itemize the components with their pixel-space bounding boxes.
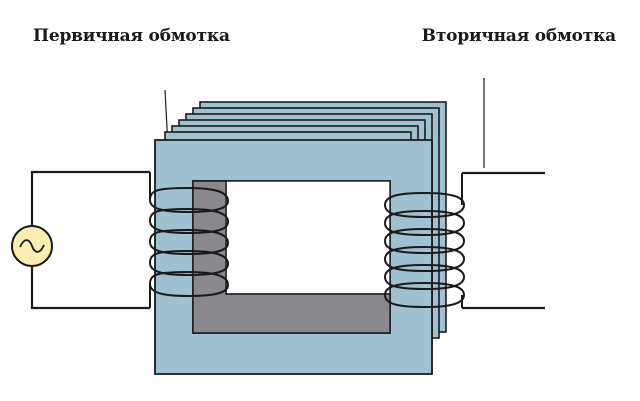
secondary-output-wires [462, 171, 545, 310]
ac-source-icon [11, 225, 53, 267]
core-inner-shadow [192, 180, 391, 334]
transformer-core [154, 139, 433, 375]
core-window [225, 180, 391, 295]
primary-winding-label: Первичная обмотка [33, 26, 230, 46]
primary-winding [149, 172, 230, 308]
secondary-winding [384, 173, 466, 309]
secondary-winding-label: Вторичная обмотка [421, 26, 617, 46]
primary-circuit [30, 170, 150, 310]
